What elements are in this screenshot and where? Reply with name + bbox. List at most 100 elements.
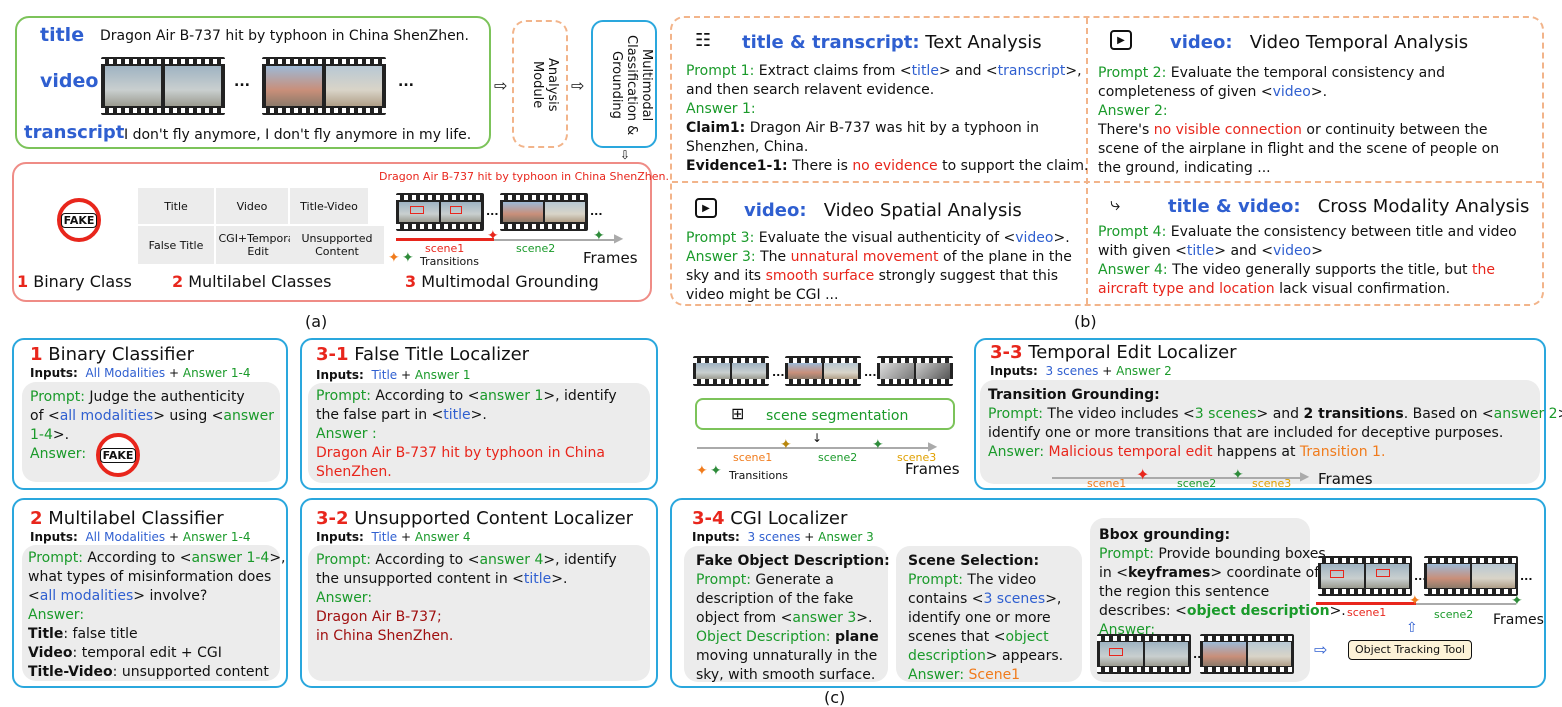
scene-segmentation-box (695, 398, 955, 430)
unsupported-prompt-text: Prompt: According to <answer 4>, identif… (316, 552, 617, 644)
false-title-inputs: Inputs: Title + Answer 1 (316, 368, 471, 382)
te-frames-label: Frames (1318, 470, 1373, 488)
tracking-ellipsis: ... (1520, 570, 1533, 583)
tracking-frames-label: Frames (1493, 612, 1544, 628)
te-scene2: scene2 (1177, 477, 1217, 490)
bbox-grounding-text: Bbox grounding: Prompt: Provide bounding… (1099, 527, 1346, 638)
video-ellipsis-2: ... (398, 74, 414, 90)
tracking-transition-2: ✦ (1511, 593, 1523, 609)
binary-prompt-box (22, 382, 280, 482)
seg-ellipsis: ... (864, 366, 877, 379)
tracking-ellipsis: ... (1414, 570, 1427, 583)
temporal-prompt-text: Transition Grounding: Prompt: The video … (988, 387, 1562, 460)
cgi-localizer-title: 3-4 CGI Localizer (692, 508, 848, 529)
seg-scene1: scene1 (733, 451, 773, 464)
arrow-up-icon: ⇧ (1406, 620, 1418, 636)
object-tracking-tool: Object Tracking Tool (1348, 640, 1472, 660)
unsupported-content-localizer-panel (300, 498, 658, 688)
te-transition-1: ✦ (1136, 465, 1150, 484)
caption-b: (b) (1074, 312, 1097, 331)
multimodal-cls-box (591, 20, 657, 148)
analysis-panel (670, 16, 1544, 306)
tracking-transition-1: ✦ (1409, 593, 1421, 609)
cgi-localizer-panel (670, 498, 1546, 688)
timeline-axis (396, 239, 618, 241)
q4-body: Prompt 4: Evaluate the consistency betwe… (1098, 224, 1517, 297)
video-key: video (40, 70, 99, 92)
seg-legend-marker-1: ✦ (696, 463, 708, 479)
video-filmstrip-2 (262, 57, 386, 115)
q3-heading: video: Video Spatial Analysis (744, 200, 1022, 221)
fake-object-text: Fake Object Description: Prompt: Generat… (696, 553, 890, 683)
tracking-timeline-axis (1316, 603, 1516, 605)
temporal-inputs: Inputs: 3 scenes + Answer 2 (990, 364, 1172, 378)
multilabel-inputs: Inputs: All Modalities + Answer 1-4 (30, 530, 251, 544)
seg-transition-2: ✦ (872, 437, 884, 453)
fake-object-box (684, 546, 888, 682)
transition-marker-1: ✦ (487, 228, 499, 244)
scene-selection-box (896, 546, 1082, 682)
grounding-ellipsis: ... (590, 205, 603, 218)
caption-a: (a) (305, 312, 328, 331)
temporal-edit-localizer-title: 3-3 Temporal Edit Localizer (990, 342, 1237, 363)
temporal-prompt-box (980, 380, 1540, 484)
false-title-localizer-title: 3-1 False Title Localizer (316, 344, 530, 365)
tracking-filmstrip-2 (1424, 556, 1518, 596)
te-scene3: scene3 (1252, 477, 1292, 490)
grounding-filmstrip-2 (500, 193, 588, 231)
multilabel-prompt-text: Prompt: According to <answer 1-4>, what … (28, 550, 286, 680)
timeline-arrowhead: ▶ (614, 231, 624, 245)
divider-horizontal (672, 181, 1542, 183)
te-transition-2: ✦ (1232, 467, 1244, 483)
title-key: title (40, 24, 85, 46)
caption-c: (c) (824, 688, 846, 707)
q4-heading: title & video: Cross Modality Analysis (1168, 196, 1530, 217)
tracking-filmstrip-1 (1318, 556, 1412, 596)
frames-label: Frames (583, 249, 638, 267)
output-1-label: 1 Binary Class (17, 272, 132, 291)
arrow-right-icon: ⇨ (494, 76, 508, 95)
seg-scene3: scene3 (897, 451, 937, 464)
route-icon: ⤷ (1110, 194, 1121, 215)
seg-transitions-label: Transitions (729, 469, 788, 482)
tracking-scene1-bar (1316, 602, 1416, 605)
seg-filmstrip-3 (877, 356, 953, 386)
seg-timeline-arrowhead: ▶ (928, 439, 938, 453)
grounding-ellipsis: ... (486, 205, 499, 218)
multilabel-classifier-title: 2 Multilabel Classifier (30, 508, 224, 529)
te-timeline-axis (1052, 477, 1304, 479)
false-title-prompt-text: Prompt: According to <answer 1>, identif… (316, 388, 617, 480)
table-cell: False Title (138, 226, 214, 264)
scene2-label: scene2 (516, 242, 556, 255)
q2-heading: video: Video Temporal Analysis (1170, 32, 1469, 53)
grounding-filmstrip-1 (396, 193, 484, 231)
table-cell: Title (138, 188, 214, 224)
scene-selection-text: Scene Selection: Prompt: The video conta… (908, 553, 1064, 683)
q2-body: Prompt 2: Evaluate the temporal consiste… (1098, 65, 1500, 176)
tracking-scene2: scene2 (1434, 608, 1474, 621)
scene1-label: scene1 (425, 242, 465, 255)
te-scene1: scene1 (1087, 477, 1127, 490)
output-3-label: 3 Multimodal Grounding (405, 272, 599, 291)
output-2-label: 2 Multilabel Classes (172, 272, 332, 291)
temporal-edit-localizer-panel (974, 338, 1546, 490)
q1-heading: title & transcript: Text Analysis (742, 32, 1042, 53)
arrow-right-icon: ⇨ (571, 76, 585, 95)
play-icon: ▶ (1110, 30, 1132, 50)
unsupported-prompt-box (308, 545, 650, 681)
video-ellipsis-1: ... (234, 74, 250, 90)
divider-vertical (1086, 18, 1088, 304)
transcript-key: transcript (24, 122, 125, 143)
timeline-scene1-bar (396, 238, 494, 241)
cgi-inputs: Inputs: 3 scenes + Answer 3 (692, 530, 874, 544)
arrow-right-icon: ⇨ (1314, 640, 1328, 659)
grid-icon: ⊞ (731, 404, 745, 423)
unsupported-content-localizer-title: 3-2 Unsupported Content Localizer (316, 508, 634, 529)
binary-prompt-text: Prompt: Judge the authenticity of <all m… (30, 389, 274, 462)
play-icon: ▶ (695, 198, 717, 218)
transition-marker-legend-green: ✦ (402, 250, 414, 266)
table-cell: Unsupported Content (290, 226, 384, 264)
input-panel (15, 16, 491, 149)
seg-legend-marker-2: ✦ (710, 463, 722, 479)
multimodal-cls-label: Multimodal Classification & Grounding (609, 34, 654, 136)
